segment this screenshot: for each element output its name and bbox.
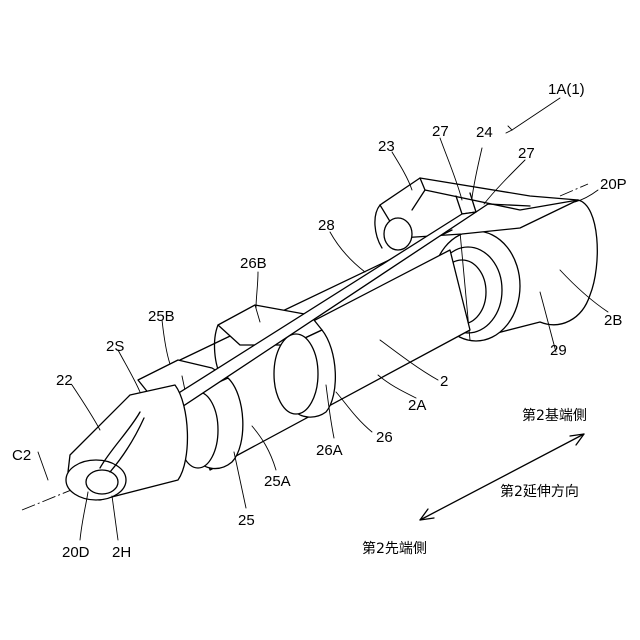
label-29: 29 (550, 342, 567, 359)
label-tip-side: 第2先端側 (362, 540, 427, 557)
label-2s: 2S (106, 338, 124, 355)
label-1a1: 1A(1) (548, 81, 585, 98)
label-base-side: 第2基端側 (522, 407, 587, 424)
label-25: 25 (238, 512, 255, 529)
label-22: 22 (56, 372, 73, 389)
label-25a: 25A (264, 473, 291, 490)
label-20d: 20D (62, 544, 90, 561)
label-25b: 25B (148, 308, 175, 325)
label-27-left: 27 (432, 123, 449, 140)
label-2: 2 (440, 373, 448, 390)
direction-labels: 第2基端側 第2延伸方向 第2先端側 (362, 407, 587, 557)
label-2a: 2A (408, 397, 426, 414)
label-27-right: 27 (518, 145, 535, 162)
label-extension-direction: 第2延伸方向 (500, 483, 579, 500)
label-20p: 20P (600, 176, 627, 193)
direction-arrow-icon (420, 434, 584, 520)
label-c2: C2 (12, 447, 31, 464)
label-2h: 2H (112, 544, 131, 561)
tip-22 (66, 385, 187, 500)
label-26: 26 (376, 429, 393, 446)
label-26b: 26B (240, 255, 267, 272)
label-26a: 26A (316, 442, 343, 459)
label-2b: 2B (604, 312, 622, 329)
label-28: 28 (318, 217, 335, 234)
label-23: 23 (378, 138, 395, 155)
label-24: 24 (476, 124, 493, 141)
